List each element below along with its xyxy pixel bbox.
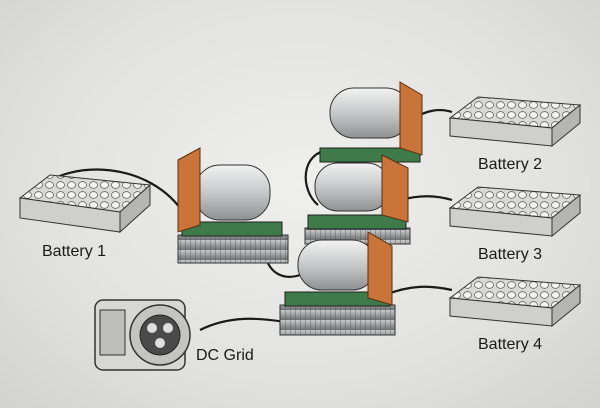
battery-4-pack [448,276,582,328]
dc-grid-connector [94,299,191,371]
battery-2-label: Battery 2 [478,156,543,173]
battery-1-label: Battery 1 [42,243,107,260]
converter-left [177,147,289,264]
battery-3-pack [448,186,582,238]
dc-grid-label: DC Grid [196,347,254,364]
battery-4-label: Battery 4 [478,336,543,353]
converter-bottom [279,231,396,336]
battery-2-pack [448,96,582,148]
converter-middle [304,154,411,245]
battery-3-label: Battery 3 [478,246,543,263]
converter-top [319,81,423,163]
battery-1-pack [18,174,152,234]
